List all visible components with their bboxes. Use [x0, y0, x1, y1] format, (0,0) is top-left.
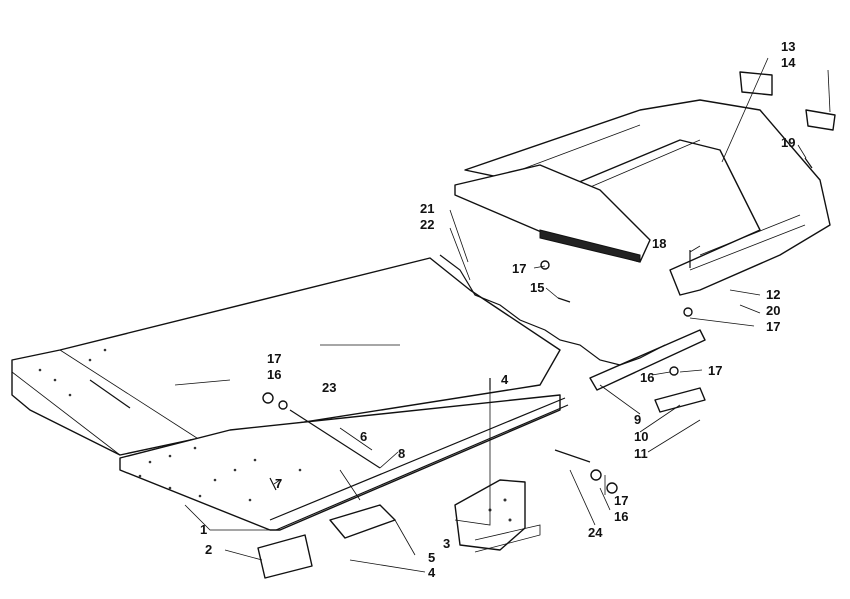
mounting-bracket — [454, 479, 541, 553]
reflector — [654, 387, 706, 413]
leader-lines — [184, 57, 831, 573]
breakaway-edge — [439, 254, 666, 366]
tunnel-panel — [11, 257, 561, 456]
callout-4-a: 4 — [501, 372, 509, 387]
callout-8: 8 — [398, 446, 406, 461]
callout-24: 24 — [588, 525, 603, 540]
callout-7: 7 — [275, 476, 283, 491]
callout-23: 23 — [322, 380, 337, 395]
callout-6: 6 — [360, 429, 368, 444]
callout-13: 13 — [781, 39, 796, 54]
callout-19: 19 — [781, 135, 796, 150]
rear-rack-frame — [464, 99, 831, 296]
callout-17-a: 17 — [512, 261, 527, 276]
callout-11: 11 — [634, 446, 648, 461]
callout-22: 22 — [420, 217, 435, 232]
callout-5: 5 — [428, 550, 436, 565]
callout-10: 10 — [634, 429, 649, 444]
lower-flaps — [257, 504, 396, 579]
callout-16-c: 16 — [614, 509, 629, 524]
callout-15: 15 — [530, 280, 545, 295]
callout-17-d: 17 — [267, 351, 282, 366]
callout-16-a: 16 — [640, 370, 655, 385]
callout-12: 12 — [766, 287, 781, 302]
callout-17-b: 17 — [766, 319, 781, 334]
callout-18: 18 — [652, 236, 667, 251]
callout-14: 14 — [781, 55, 796, 70]
rod — [289, 409, 381, 469]
callout-3: 3 — [443, 536, 451, 551]
callout-2: 2 — [205, 542, 213, 557]
panel-rivets — [38, 348, 302, 502]
decals — [739, 71, 836, 131]
bumper-cap — [454, 164, 651, 263]
callout-9: 9 — [634, 412, 642, 427]
callout-4-b: 4 — [428, 565, 436, 580]
lower-skirt-panel — [119, 394, 569, 531]
callout-17-c: 17 — [708, 363, 723, 378]
hardware — [262, 157, 813, 494]
callout-1: 1 — [200, 522, 208, 537]
callout-16-b: 16 — [267, 367, 282, 382]
callout-21: 21 — [420, 201, 435, 216]
callout-20: 20 — [766, 303, 781, 318]
callout-17-e: 17 — [614, 493, 629, 508]
